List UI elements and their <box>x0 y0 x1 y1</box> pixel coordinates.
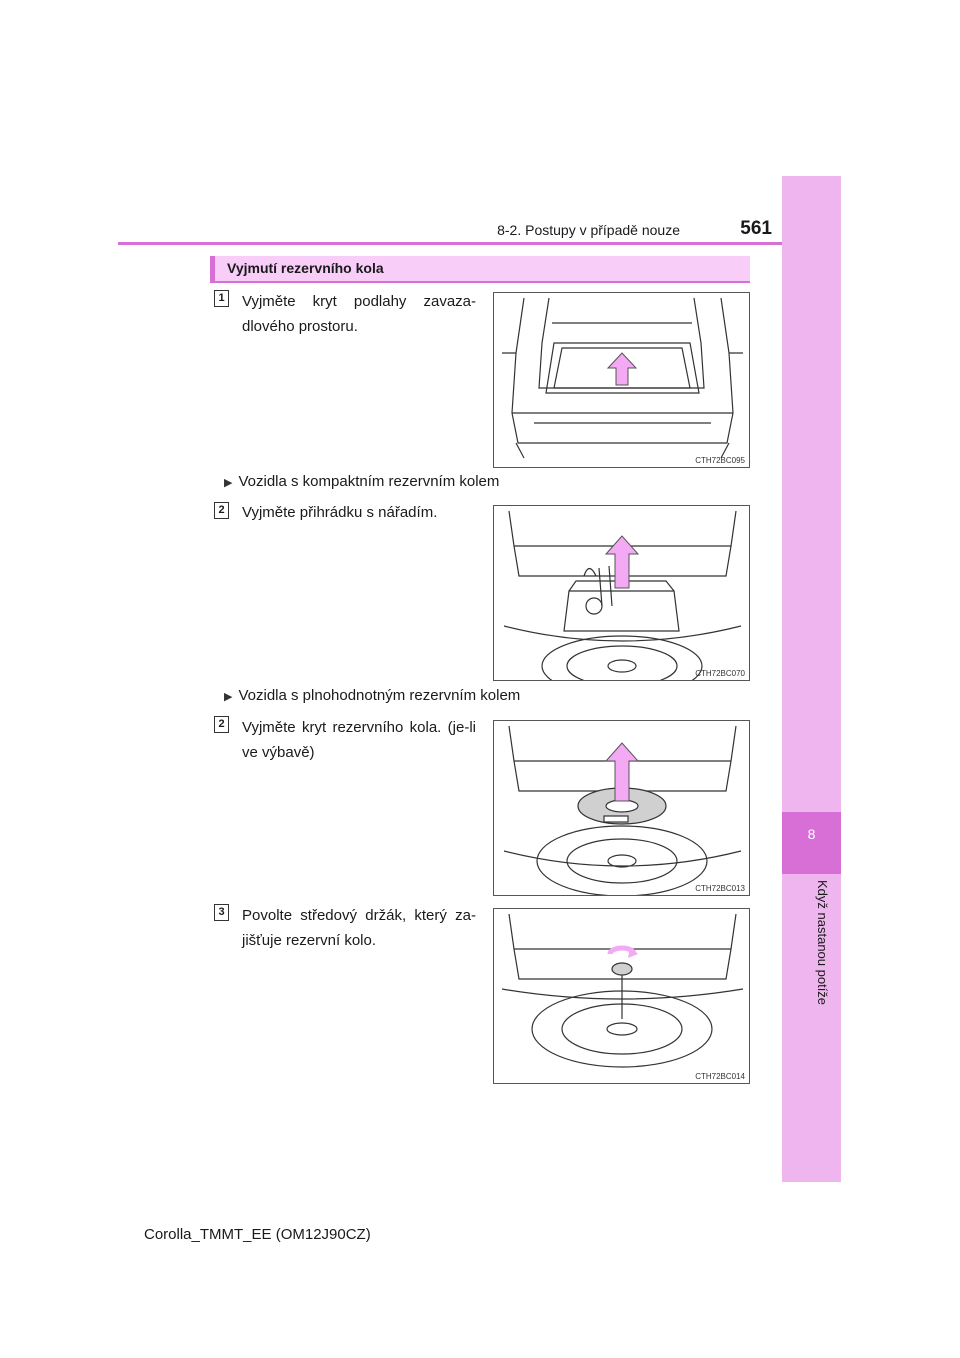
bullet-text: Vozidla s plnohodnotným rezervním kolem <box>238 687 521 704</box>
bullet-item: ▶ Vozidla s plnohodnotným rezervním kolem <box>224 687 520 704</box>
figure-code: CTH72BC095 <box>695 456 745 465</box>
chapter-title: Když nastanou potíže <box>815 880 830 1006</box>
chapter-tab-marker <box>782 812 841 874</box>
step-number: 1 <box>214 290 229 307</box>
figure-code: CTH72BC013 <box>695 884 745 893</box>
figure-center-holder: CTH72BC014 <box>493 908 750 1084</box>
step-text: Povolte středový držák, který za-jišťuje… <box>242 907 476 949</box>
figure-code: CTH72BC070 <box>695 669 745 678</box>
bullet-text: Vozidla s kompaktním rezervním kolem <box>238 473 500 490</box>
figure-trunk-floor: CTH72BC095 <box>493 292 750 468</box>
footer-document-id: Corolla_TMMT_EE (OM12J90CZ) <box>144 1226 371 1243</box>
step-number: 2 <box>214 716 229 733</box>
header-rule <box>118 242 840 245</box>
running-header-section: 8-2. Postupy v případě nouze <box>497 222 680 238</box>
figure-spare-cover: CTH72BC013 <box>493 720 750 896</box>
step-text: Vyjměte kryt rezervního kola. (je-li ve … <box>242 719 476 761</box>
page-number: 561 <box>740 218 772 239</box>
step-text: Vyjměte přihrádku s nářadím. <box>242 504 438 521</box>
chapter-side-tab <box>782 176 841 1182</box>
step-number: 3 <box>214 904 229 921</box>
step-number: 2 <box>214 502 229 519</box>
bullet-item: ▶ Vozidla s kompaktním rezervním kolem <box>224 473 499 490</box>
figure-code: CTH72BC014 <box>695 1072 745 1081</box>
section-heading: Vyjmutí rezervního kola <box>210 256 750 283</box>
bullet-triangle-icon: ▶ <box>224 477 233 489</box>
figure-tool-tray: CTH72BC070 <box>493 505 750 681</box>
bullet-triangle-icon: ▶ <box>224 691 233 703</box>
section-title: Vyjmutí rezervního kola <box>227 260 384 276</box>
step-text: Vyjměte kryt podlahy zavaza-dlového pros… <box>242 293 476 335</box>
chapter-number: 8 <box>807 826 816 842</box>
